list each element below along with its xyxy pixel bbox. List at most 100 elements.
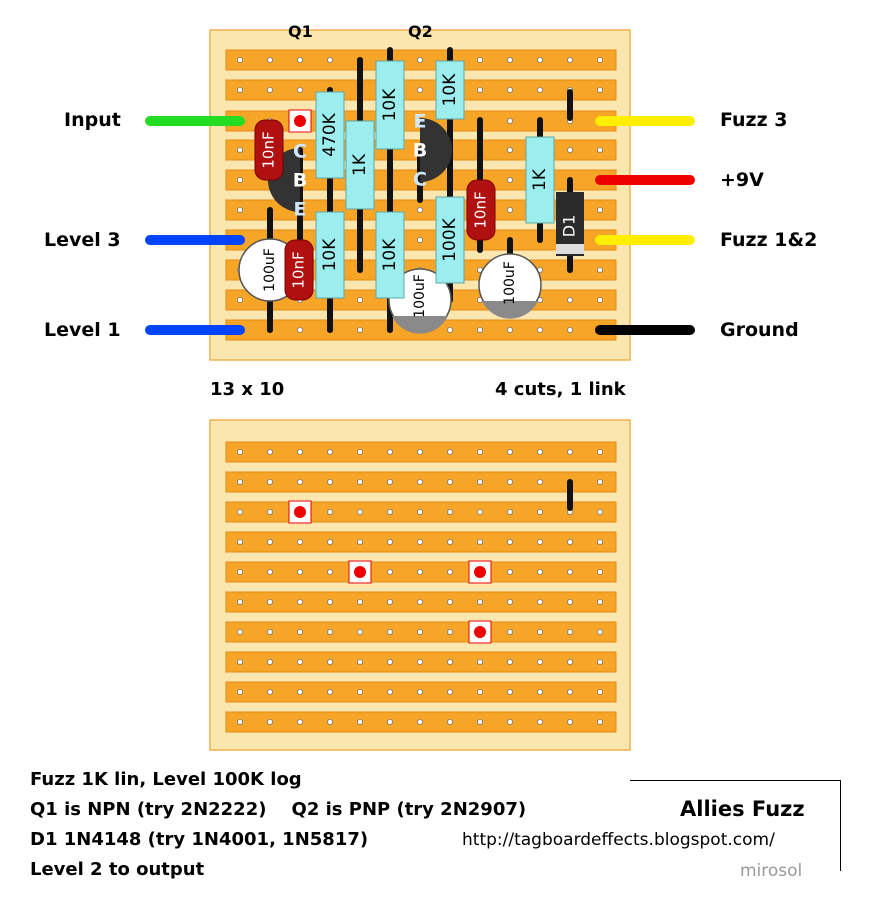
hole	[296, 719, 303, 726]
film-cap-1-label: 10nF	[260, 131, 278, 168]
resistor-1[interactable]: 470K	[315, 91, 345, 179]
hole	[506, 146, 513, 153]
hole	[356, 659, 363, 666]
hole	[537, 539, 544, 546]
resistor-2[interactable]: 1K	[345, 120, 375, 210]
hole	[296, 539, 303, 546]
hole	[506, 87, 513, 94]
resistor-4[interactable]: 10K	[435, 60, 465, 120]
hole	[266, 57, 273, 64]
hole	[326, 508, 333, 515]
hole	[537, 57, 544, 64]
hole	[597, 87, 604, 94]
hole	[326, 719, 333, 726]
hole	[597, 659, 604, 666]
track-cut-dot	[474, 566, 486, 578]
hole	[567, 326, 574, 333]
hole	[296, 478, 303, 485]
hole	[236, 659, 243, 666]
hole	[386, 508, 393, 515]
hole	[326, 689, 333, 696]
film-cap-1[interactable]: 10nF	[254, 119, 284, 181]
hole	[537, 599, 544, 606]
hole	[597, 206, 604, 213]
track-cut-dot	[354, 566, 366, 578]
hole	[567, 539, 574, 546]
label-ground: Ground	[720, 319, 799, 341]
hole	[567, 629, 574, 636]
hole	[386, 539, 393, 546]
resistor-8-label: 1K	[530, 168, 550, 191]
hole	[476, 326, 483, 333]
resistor-5-label: 10K	[320, 238, 340, 272]
hole	[236, 296, 243, 303]
hole	[416, 599, 423, 606]
hole	[416, 236, 423, 243]
hole	[326, 539, 333, 546]
hole	[446, 599, 453, 606]
hole	[446, 689, 453, 696]
resistor-7[interactable]: 100K	[435, 196, 465, 284]
hole	[446, 478, 453, 485]
resistor-6[interactable]: 10K	[375, 211, 405, 299]
hole	[236, 599, 243, 606]
hole	[416, 689, 423, 696]
hole	[326, 478, 333, 485]
note-level2: Level 2 to output	[30, 859, 205, 880]
hole	[296, 689, 303, 696]
hole	[476, 508, 483, 515]
author-name: mirosol	[740, 861, 803, 881]
hole	[236, 508, 243, 515]
hole	[416, 448, 423, 455]
q1-pin-b: B	[293, 170, 307, 192]
track-cut-dot	[474, 626, 486, 638]
q1-pin-e: E	[294, 199, 307, 221]
q2-pin-b: B	[413, 140, 427, 162]
hole	[597, 508, 604, 515]
hole	[416, 569, 423, 576]
note-transistors: Q1 is NPN (try 2N2222) Q2 is PNP (try 2N…	[30, 799, 527, 820]
film-cap-2-label: 10nF	[290, 251, 308, 288]
hole	[356, 599, 363, 606]
resistor-8[interactable]: 1K	[525, 136, 555, 224]
hole	[537, 508, 544, 515]
hole	[266, 508, 273, 515]
film-cap-3[interactable]: 10nF	[466, 179, 496, 241]
hole	[567, 296, 574, 303]
hole	[506, 539, 513, 546]
elec-cap-3[interactable]: 100uF	[478, 253, 542, 319]
hole	[537, 569, 544, 576]
hole	[567, 719, 574, 726]
cuts-links-label: 4 cuts, 1 link	[495, 379, 626, 400]
hole	[567, 569, 574, 576]
hole	[597, 266, 604, 273]
hole	[506, 478, 513, 485]
resistor-5[interactable]: 10K	[315, 211, 345, 299]
transistor-q2[interactable]: E B C	[413, 111, 452, 191]
hole	[296, 326, 303, 333]
hole	[356, 508, 363, 515]
hole	[326, 599, 333, 606]
hole	[236, 689, 243, 696]
hole	[506, 719, 513, 726]
resistor-1-label: 470K	[320, 112, 340, 156]
resistor-2-label: 1K	[350, 153, 370, 176]
blog-url[interactable]: http://tagboardeffects.blogspot.com/	[462, 830, 775, 850]
film-cap-2[interactable]: 10nF	[284, 239, 314, 301]
hole	[356, 326, 363, 333]
diode-d1[interactable]: D1	[556, 192, 584, 256]
hole	[416, 508, 423, 515]
hole	[296, 448, 303, 455]
resistor-3[interactable]: 10K	[375, 60, 405, 150]
hole	[416, 478, 423, 485]
hole	[296, 629, 303, 636]
hole	[446, 539, 453, 546]
hole	[506, 176, 513, 183]
hole	[266, 478, 273, 485]
resistor-3-label: 10K	[380, 88, 400, 122]
hole	[446, 569, 453, 576]
hole	[476, 539, 483, 546]
hole	[236, 448, 243, 455]
hole	[236, 629, 243, 636]
hole	[386, 689, 393, 696]
